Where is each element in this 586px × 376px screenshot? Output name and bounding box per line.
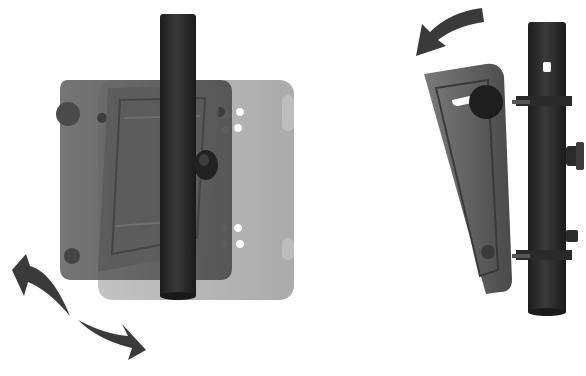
front-view	[56, 14, 294, 300]
tilt-arrow-icon	[416, 8, 484, 56]
side-pole	[528, 22, 566, 314]
rotate-arrow-icon	[12, 254, 146, 360]
side-knob	[469, 85, 503, 119]
side-view	[424, 22, 584, 316]
front-pole	[160, 14, 196, 298]
